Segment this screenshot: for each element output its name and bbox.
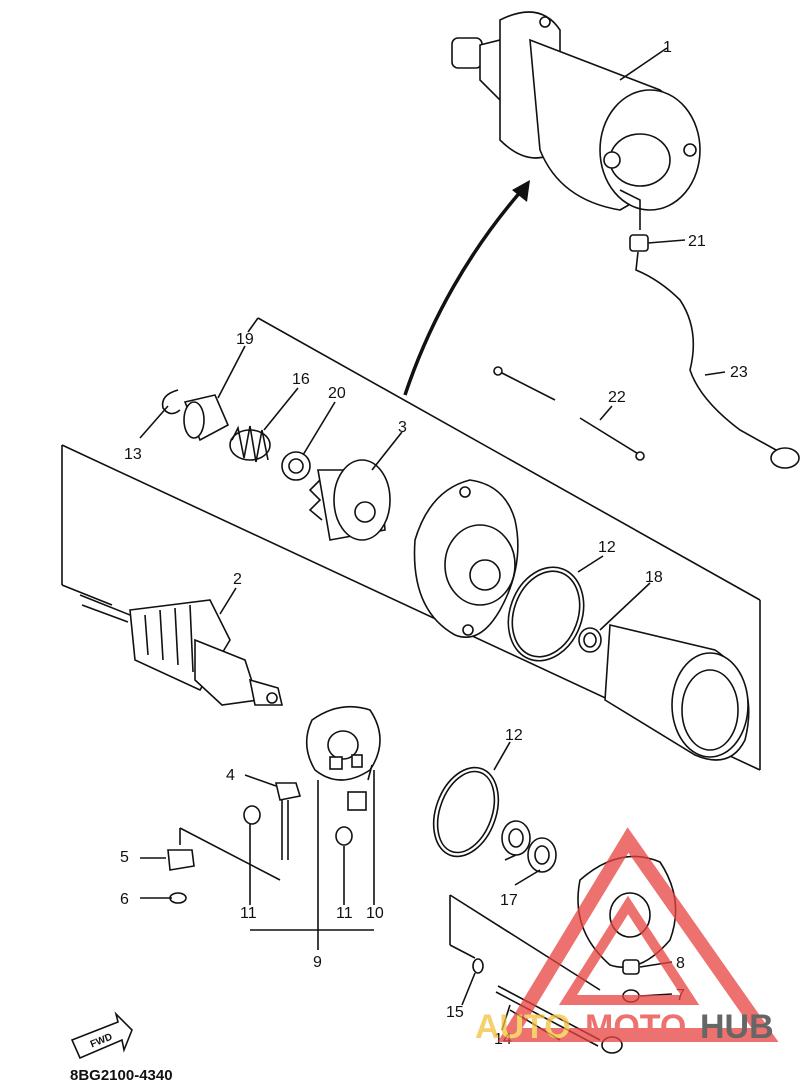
watermark-moto: MOTO (585, 1008, 686, 1046)
callout-2: 2 (233, 571, 242, 588)
starter-yoke (604, 624, 750, 761)
callout-12-lower: 12 (505, 727, 523, 744)
spring-16 (229, 425, 271, 463)
washer-6 (169, 892, 187, 904)
callout-17: 17 (500, 892, 518, 909)
automotohub-watermark-logo: AUTO MOTO HUB (475, 827, 779, 1046)
callout-20: 20 (328, 385, 346, 402)
washer-20 (281, 451, 311, 481)
callout-9: 9 (313, 954, 322, 971)
callout-12-upper: 12 (598, 539, 616, 556)
watermark-hub: HUB (700, 1008, 774, 1046)
brush-lead-22 (493, 366, 645, 461)
nut-21 (629, 234, 649, 252)
o-ring-11-left (243, 805, 261, 825)
callout-5: 5 (120, 849, 129, 866)
callout-23: 23 (730, 364, 748, 381)
callout-13: 13 (124, 446, 142, 463)
forward-arrow: FWD (70, 1011, 133, 1060)
callout-16: 16 (292, 371, 310, 388)
callout-10: 10 (366, 905, 384, 922)
terminal-bolt-4 (274, 782, 302, 860)
nut-5 (167, 849, 195, 871)
o-ring-11-right (335, 826, 353, 846)
leader-lines (139, 47, 726, 1031)
callout-11-right: 11 (336, 905, 353, 922)
callout-21: 21 (688, 233, 706, 250)
brush-holder-plate-9 (305, 705, 381, 781)
callout-15: 15 (446, 1004, 464, 1021)
armature-2 (79, 594, 284, 706)
callout-11-left: 11 (240, 905, 257, 922)
callout-19: 19 (236, 331, 254, 348)
front-cover-bracket (413, 479, 519, 638)
callout-4: 4 (226, 767, 235, 784)
watermark-auto: AUTO (475, 1008, 571, 1046)
circlip-13 (161, 389, 181, 415)
callout-3: 3 (398, 419, 407, 436)
callout-18: 18 (645, 569, 663, 586)
o-ring-18 (578, 627, 602, 653)
lead-wire-23 (635, 251, 800, 469)
callout-6: 6 (120, 891, 129, 908)
o-ring-12-lower (432, 766, 500, 858)
o-ring-12-upper (507, 566, 585, 662)
starter-clutch-3 (308, 459, 391, 541)
nut-8 (622, 959, 640, 975)
callout-1: 1 (663, 39, 672, 56)
assembly-arrow (403, 180, 530, 396)
brush-10 (347, 764, 373, 811)
collar-19 (183, 394, 230, 442)
figure-code: 8BG2100-4340 (70, 1067, 173, 1084)
washers-17 (501, 820, 557, 873)
callout-22: 22 (608, 389, 626, 406)
callout-8: 8 (676, 955, 685, 972)
o-ring-15 (472, 958, 484, 974)
starter-motor-assembly (451, 11, 701, 230)
